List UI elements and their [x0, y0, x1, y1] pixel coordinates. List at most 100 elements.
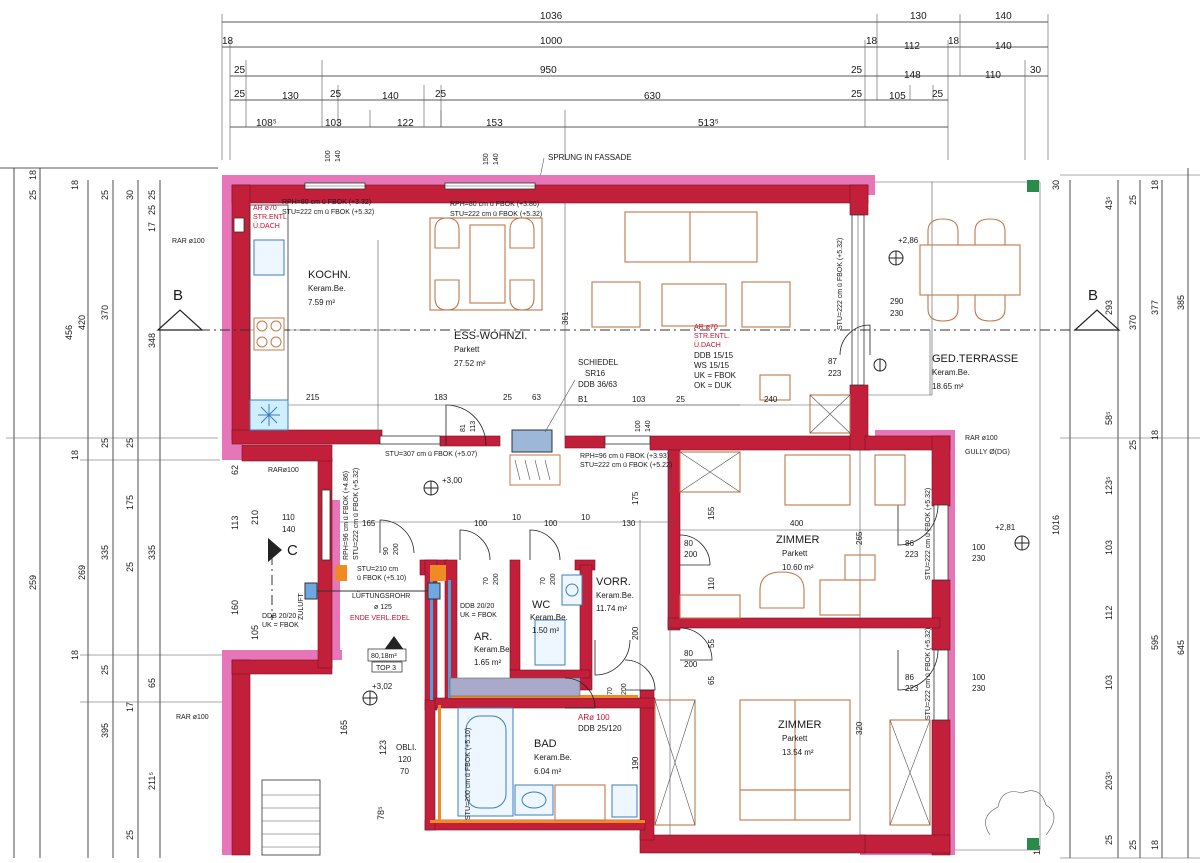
room-name: ESS-WOHNZI. [454, 330, 527, 342]
note-text: RAR ø100 [965, 435, 998, 442]
dim-label: 18 [222, 36, 234, 47]
note-text: 80,18m² [371, 653, 397, 660]
room-terrasse: GED.TERRASSE Keram.Be. 18.65 m² [932, 353, 1018, 391]
room-finish: Parkett [782, 549, 808, 558]
dim-label: 190 [631, 756, 640, 770]
dim-label: 25 [932, 89, 944, 100]
dim-label: 103 [1104, 540, 1114, 555]
room-finish: Keram.Be. [474, 645, 512, 654]
dim-label: 70 [483, 577, 490, 585]
dim-label: 210 [250, 510, 260, 525]
dim-label: 595 [1150, 635, 1160, 650]
dim-label: 200 [684, 550, 698, 559]
dim-label: 18 [70, 650, 80, 660]
tree-icon [985, 790, 1055, 836]
dim-label: 123 [378, 740, 388, 755]
dim-label: 630 [644, 91, 661, 102]
dim-label: 370 [100, 305, 110, 320]
dim-label: 18 [1150, 840, 1160, 850]
note-text: 120 [398, 755, 412, 764]
room-area: 7.59 m² [308, 298, 335, 307]
dim-label: 108⁵ [256, 118, 277, 129]
dim-label: 18 [1150, 430, 1160, 440]
note-sprung: SPRUNG IN FASSADE [548, 153, 632, 162]
dim-label: 25 [1104, 835, 1114, 845]
dim-label: 200 [621, 683, 628, 695]
dim-label: 63 [532, 393, 541, 402]
dim-label: 18 [28, 170, 38, 180]
dim-label: 18 [70, 450, 80, 460]
room-name: GED.TERRASSE [932, 353, 1018, 365]
dim-label: 175 [631, 491, 640, 505]
note-text: AR ø70 [253, 205, 277, 212]
dim-label: 81 [460, 424, 467, 432]
dim-label: 105 [889, 91, 906, 102]
bathtub [457, 707, 514, 817]
dim-label: 86 [905, 539, 914, 548]
dim-label: 200 [550, 573, 557, 585]
room-zimmer-1: ZIMMER Parkett 10.60 m² [776, 534, 819, 572]
dim-label: 153 [486, 118, 503, 129]
height-label: +2,86 [898, 236, 919, 245]
dim-label: 456 [64, 325, 74, 340]
note-text: DDB 25/120 [578, 724, 622, 733]
dim-label: 140 [995, 41, 1012, 52]
dim-label: 103 [1104, 675, 1114, 690]
kitchen-fixtures [249, 204, 289, 431]
note-text: DDB 20/20 [460, 603, 494, 610]
dim-label: 335 [100, 545, 110, 560]
interior-dimensions: 215 183 25 63 103 25 240 361 81 113 100 … [282, 297, 986, 770]
note-text: STU=200 cm ü FBOK (+5.10) [465, 728, 472, 820]
dim-label: 223 [828, 369, 842, 378]
dim-label: 269 [77, 565, 87, 580]
dim-label: 43⁵ [1104, 196, 1114, 210]
room-name: KOCHN. [308, 269, 351, 281]
dim-label: 200 [631, 626, 640, 640]
note-text: OBLI. [396, 743, 416, 752]
room-finish: Keram.Be. [308, 284, 346, 293]
note-text: GULLY Ø(DG) [965, 449, 1010, 456]
wc-sink [561, 574, 583, 606]
dim-label: 1000 [540, 36, 563, 47]
dim-label: 80 [684, 649, 693, 658]
note-text: AR ø70 [694, 324, 718, 331]
dim-label: 130 [622, 519, 636, 528]
note-text: RAR ø100 [172, 238, 205, 245]
dim-label: 87 [828, 357, 837, 366]
room-vorr: VORR. Keram.Be. 11.74 m² [596, 576, 634, 613]
dim-label: 215 [306, 393, 320, 402]
note-text: SCHIEDEL [578, 358, 619, 367]
dim-label: 25 [125, 562, 135, 572]
note-text: STU=222 cm ü FBOK (+5.32) [837, 238, 844, 330]
dim-label: 112 [904, 41, 920, 52]
section-mark-b-right: B [1088, 287, 1098, 304]
dim-label: 320 [855, 721, 864, 735]
dim-label: 513⁵ [698, 118, 719, 129]
dining-furniture [429, 217, 543, 311]
dim-label: 25 [234, 89, 246, 100]
dim-label: 123⁵ [1104, 476, 1114, 495]
note-text: STR.ENTL. [694, 333, 730, 340]
dim-label: 223 [905, 550, 919, 559]
dim-label: 25 [100, 438, 110, 448]
note-text: ARø 100 [578, 713, 610, 722]
dim-label: 293 [1104, 300, 1114, 315]
note-text: RPH=96 cm ü FBOK (+4.86) [343, 471, 350, 560]
right-dimension-labels: 30 385 377 370 293 43⁵ 25 18 58⁵ 25 18 1… [1032, 180, 1186, 855]
dim-label: 113 [230, 516, 240, 530]
note-text: STR.ENTL. [253, 214, 289, 221]
left-dimension-lines [0, 167, 230, 858]
dim-label: 25 [147, 190, 157, 200]
dim-label: 25 [851, 65, 863, 76]
dim-label: 86 [905, 673, 914, 682]
window-size-labels-top: 100 140 150 140 SPRUNG IN FASSADE [325, 150, 632, 179]
section-mark-b-left: B [173, 287, 183, 304]
note-text: RAR ø100 [176, 714, 209, 721]
dim-label: 211⁵ [147, 772, 157, 790]
bath-finish-lines [335, 565, 645, 823]
height-label: +2,81 [995, 523, 1016, 532]
dim-label: 122 [397, 118, 414, 129]
note-text: Ü.DACH [253, 222, 280, 230]
note-text: STU=222 cm ü FBOK (+5.32) [925, 628, 932, 720]
